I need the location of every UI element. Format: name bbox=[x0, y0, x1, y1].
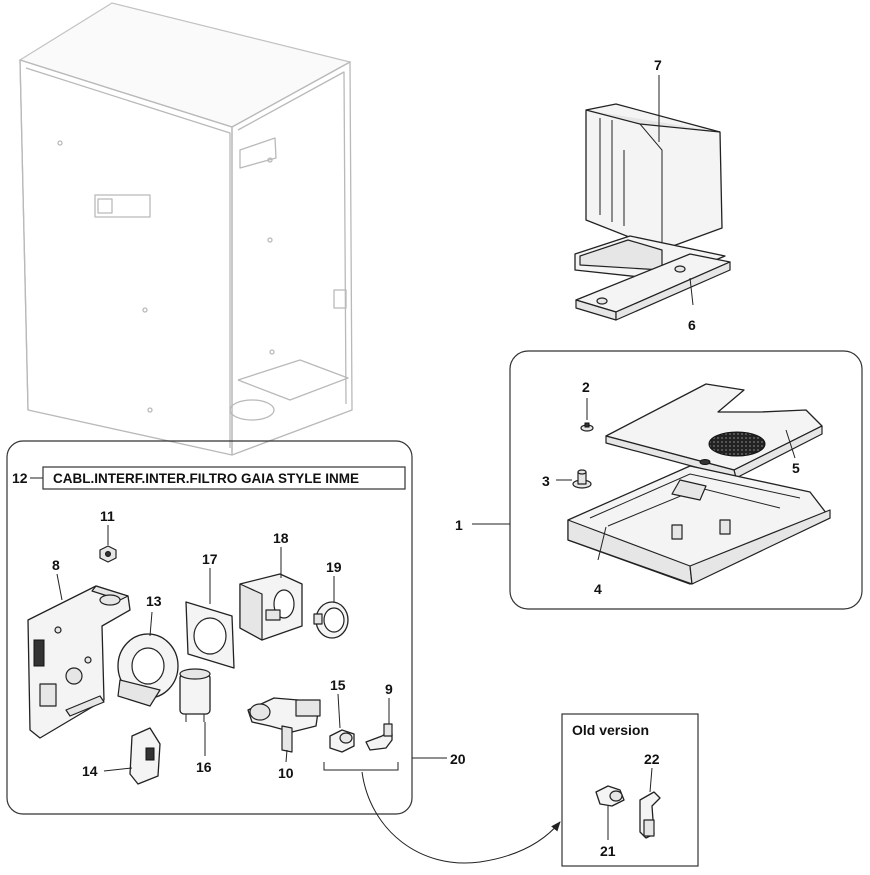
part-13-ferrite-ring bbox=[117, 633, 179, 707]
callout-14: 14 bbox=[82, 763, 98, 779]
callout-22: 22 bbox=[644, 751, 660, 767]
callout-4: 4 bbox=[594, 581, 602, 597]
callout-16: 16 bbox=[196, 759, 212, 775]
part-21-fitting-old bbox=[595, 785, 625, 807]
kit-label: CABL.INTERF.INTER.FILTRO GAIA STYLE INME bbox=[53, 471, 359, 486]
callout-2: 2 bbox=[582, 379, 590, 395]
callout-1: 1 bbox=[455, 517, 463, 533]
callout-20: 20 bbox=[450, 751, 466, 767]
callout-13: 13 bbox=[146, 593, 162, 609]
callout-21: 21 bbox=[600, 843, 616, 859]
callout-8: 8 bbox=[52, 557, 60, 573]
callout-3: 3 bbox=[542, 473, 550, 489]
callout-15: 15 bbox=[330, 677, 346, 693]
part-11-nut bbox=[99, 545, 117, 563]
callout-6: 6 bbox=[688, 317, 696, 333]
part-4-base-tray bbox=[567, 465, 831, 585]
callout-17: 17 bbox=[202, 551, 218, 567]
part-2-screw bbox=[580, 422, 594, 432]
part-10-valve bbox=[247, 697, 321, 753]
part-8-mounting-bracket bbox=[27, 585, 131, 739]
cabinet-outline bbox=[18, 2, 353, 456]
old-version-frame bbox=[561, 713, 699, 867]
part-17-gasket bbox=[185, 601, 235, 669]
callout-18: 18 bbox=[273, 530, 289, 546]
assembly-20-frame bbox=[6, 440, 413, 815]
old-version-title: Old version bbox=[572, 722, 649, 738]
callout-7: 7 bbox=[654, 57, 662, 73]
callout-12: 12 bbox=[12, 470, 28, 486]
callout-numbers: 7 6 2 3 5 1 4 12 11 8 13 17 18 19 15 9 1… bbox=[12, 57, 800, 859]
callout-9: 9 bbox=[385, 681, 393, 697]
part-3-pin bbox=[572, 469, 592, 489]
callout-10: 10 bbox=[278, 765, 294, 781]
callout-5: 5 bbox=[792, 460, 800, 476]
part-14-switch bbox=[129, 727, 161, 785]
part-9-elbow bbox=[365, 723, 393, 751]
part-19-clamp bbox=[313, 601, 349, 639]
callout-19: 19 bbox=[326, 559, 342, 575]
part-7-tank bbox=[574, 103, 726, 281]
part-22-elbow-old bbox=[639, 791, 661, 839]
part-15-fitting bbox=[329, 729, 355, 753]
part-5-cover-plate bbox=[605, 383, 823, 479]
assembly-1-frame bbox=[509, 350, 863, 610]
part-18-filter-housing bbox=[239, 573, 303, 641]
callout-11: 11 bbox=[100, 508, 115, 524]
part-16-capacitor bbox=[179, 668, 211, 722]
part-6-bracket bbox=[575, 253, 731, 321]
